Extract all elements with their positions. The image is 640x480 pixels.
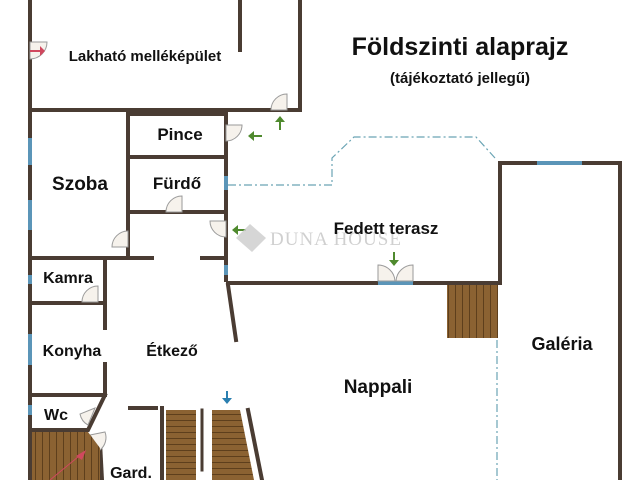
room-label-nappali: Nappali: [344, 377, 413, 398]
room-label-kamra: Kamra: [43, 270, 93, 287]
down-arrow-icon: [389, 252, 399, 266]
red-arrow-icon: [76, 450, 86, 460]
room-label-etkezo: Étkező: [146, 341, 198, 360]
roof-outline: [228, 136, 498, 480]
room-label-gard: Gard.: [110, 465, 152, 480]
red-arrow-icon: [30, 46, 45, 56]
entry-arrows: [30, 46, 399, 480]
room-label-konyha: Konyha: [43, 343, 102, 360]
left-arrow-icon: [248, 131, 262, 141]
windows: [28, 138, 582, 415]
plan-subtitle: (tájékoztató jellegű): [390, 70, 530, 87]
left-arrow-icon: [232, 225, 246, 235]
room-label-furdo: Fürdő: [153, 174, 201, 193]
room-label-galeria: Galéria: [531, 334, 593, 354]
room-label-wc: Wc: [44, 407, 68, 424]
plan-title: Földszinti alaprajz: [352, 33, 569, 61]
up-arrow-icon: [275, 116, 285, 130]
down-arrow-icon: [222, 391, 232, 404]
stairs: [32, 285, 498, 480]
house-walls: [28, 108, 622, 480]
room-label-lakhato: Lakható melléképület: [69, 48, 222, 65]
room-label-pince: Pince: [157, 125, 202, 144]
room-label-szoba: Szoba: [52, 174, 108, 195]
watermark-text: DUNA HOUSE: [270, 229, 402, 250]
watermark: DUNA HOUSE: [236, 224, 402, 252]
room-label-fedett-terasz: Fedett terasz: [334, 219, 439, 238]
doors: [29, 41, 414, 451]
